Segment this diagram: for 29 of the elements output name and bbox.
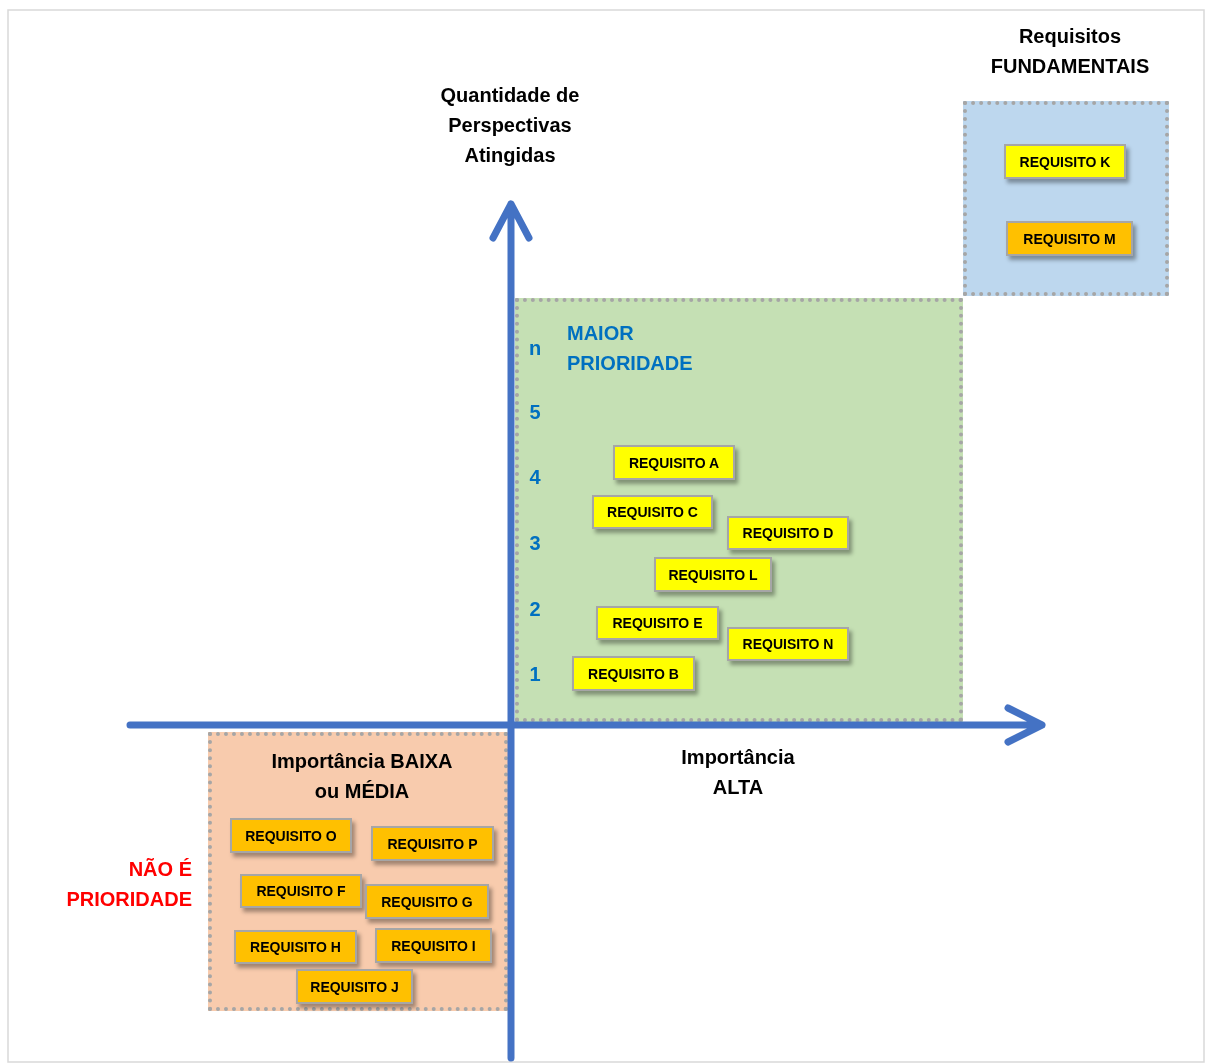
requirement-card: REQUISITO L — [654, 557, 772, 592]
tick-label: 4 — [528, 465, 542, 490]
requirement-card: REQUISITO D — [727, 516, 849, 550]
side-note: NÃO É PRIORIDADE — [65, 857, 192, 912]
requirement-card: REQUISITO O — [230, 818, 352, 853]
axis-title: Quantidade de Perspectivas Atingidas — [439, 83, 581, 168]
quadrant-region — [515, 298, 963, 722]
requirement-card: REQUISITO P — [371, 826, 494, 861]
requirement-card: REQUISITO N — [727, 627, 849, 661]
requirement-card: REQUISITO J — [296, 969, 413, 1004]
tick-label: 2 — [528, 597, 542, 622]
tick-label: 5 — [528, 400, 542, 425]
requirement-card: REQUISITO M — [1006, 221, 1133, 256]
requirement-card: REQUISITO E — [596, 606, 719, 640]
requirement-card: REQUISITO A — [613, 445, 735, 480]
requirement-card: REQUISITO H — [234, 930, 357, 964]
requirement-card: REQUISITO K — [1004, 144, 1126, 179]
requirement-card: REQUISITO B — [572, 656, 695, 691]
axis-title: Importância ALTA — [680, 745, 796, 800]
tick-label: 1 — [528, 662, 542, 687]
region-heading: Importância BAIXA ou MÉDIA — [270, 749, 454, 804]
tick-label: 3 — [528, 531, 542, 556]
tick-label: n — [527, 336, 543, 361]
requirement-card: REQUISITO G — [365, 884, 489, 919]
requirement-card: REQUISITO C — [592, 495, 713, 529]
region-heading: Requisitos FUNDAMENTAIS — [989, 24, 1151, 79]
requirement-card: REQUISITO I — [375, 928, 492, 963]
requirement-card: REQUISITO F — [240, 874, 362, 908]
region-heading: MAIOR PRIORIDADE — [567, 321, 694, 376]
